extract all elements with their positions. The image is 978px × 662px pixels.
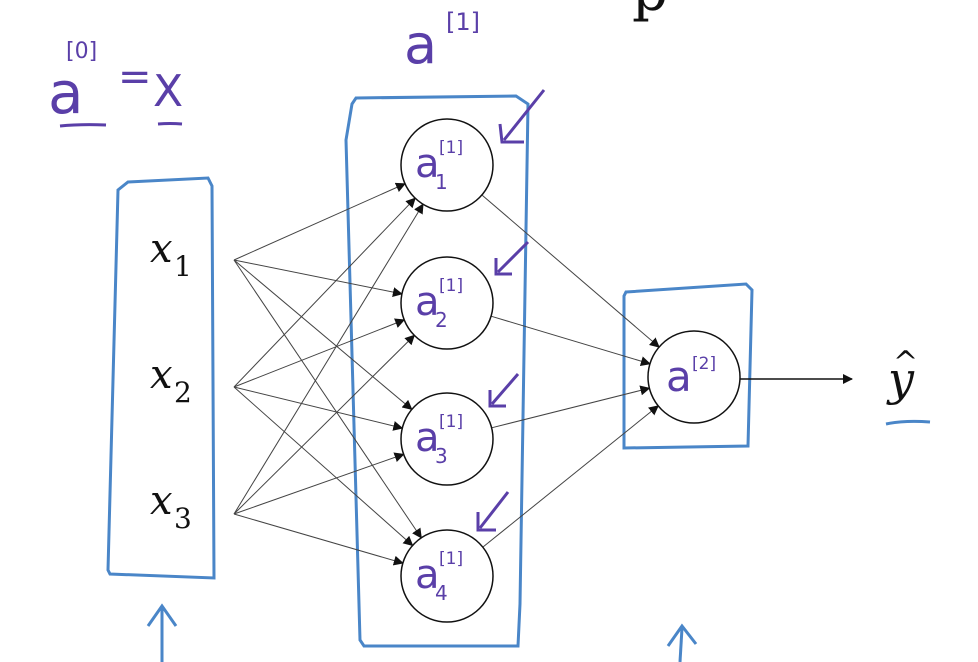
- a0-base: a: [48, 59, 84, 127]
- input-hidden-edge: [233, 386, 404, 431]
- prediction-underline: [885, 419, 931, 426]
- hand-drawn-arrow-icon: [476, 491, 510, 532]
- input-hidden-edge: [233, 513, 404, 566]
- hidden-output-edge: [482, 405, 659, 548]
- input-node-symbol: x: [150, 352, 173, 398]
- output-node-circle: [647, 330, 741, 424]
- y-hat-base: y: [886, 352, 915, 406]
- hidden-node-base: a: [415, 415, 440, 461]
- output-layer-box: [622, 282, 754, 450]
- hidden-output-edge: [481, 194, 660, 348]
- a0-superscript: [0]: [66, 39, 97, 64]
- hidden-node: a[1] 2: [400, 256, 494, 350]
- prediction-label: y ^: [885, 345, 931, 426]
- hidden-node-superscript: [1]: [439, 549, 463, 569]
- hand-drawn-arrow-icon: [666, 623, 698, 662]
- a1-layer-base: a: [404, 13, 437, 76]
- hidden-node-base: a: [415, 141, 440, 187]
- hidden-node: a[1] 4: [400, 529, 494, 623]
- hidden-node-subscript: 2: [435, 308, 448, 332]
- hand-drawn-arrow-icon: [494, 240, 530, 276]
- hand-drawn-arrows: [146, 89, 698, 662]
- a1-layer-superscript: [1]: [446, 8, 480, 36]
- input-hidden-edge: [233, 259, 403, 298]
- equals-sign: =: [118, 54, 152, 100]
- input-hidden-edge: [233, 452, 405, 515]
- hidden-node-circle: [400, 118, 494, 212]
- hidden-nodes: a[1]1a[1]2a[1]3a[1]4: [400, 118, 494, 623]
- hand-drawn-arrow-icon: [146, 603, 178, 662]
- input-hidden-edge: [233, 197, 416, 388]
- x-underline: [157, 122, 183, 126]
- hidden-node-base: a: [415, 552, 440, 598]
- input-hidden-edge: [233, 334, 416, 515]
- input-node-symbol: x: [150, 226, 173, 272]
- hidden-node-subscript: 4: [435, 581, 448, 605]
- hidden-node-subscript: 3: [435, 444, 448, 468]
- y-hat-caret: ^: [893, 345, 918, 380]
- hidden-node: a[1] 1: [400, 118, 494, 212]
- output-node: a[2]: [647, 330, 741, 424]
- hidden-layer-box: [344, 94, 530, 648]
- input-activation-annotation: a [0] = X: [48, 39, 183, 128]
- hidden-node-subscript: 1: [435, 170, 448, 194]
- input-hidden-edge: [233, 203, 424, 515]
- hidden-node-circle: [400, 256, 494, 350]
- input-hidden-edge: [233, 259, 413, 411]
- output-node-base: a: [666, 352, 692, 401]
- partial-heading-glyph: p: [632, 0, 668, 24]
- output-node-superscript: [2]: [692, 354, 716, 374]
- input-node-symbol: x: [150, 478, 173, 524]
- connection-edges: [233, 182, 660, 566]
- hidden-output-edge: [490, 315, 651, 367]
- input-node-subscript: 2: [174, 376, 192, 409]
- hidden-output-edge: [491, 385, 651, 429]
- input-hidden-edge: [233, 318, 406, 388]
- hidden-node-superscript: [1]: [439, 138, 463, 158]
- hidden-node-superscript: [1]: [439, 412, 463, 432]
- input-layer-box: [106, 176, 216, 580]
- hidden-node-superscript: [1]: [439, 276, 463, 296]
- hidden-node-circle: [400, 529, 494, 623]
- input-node-subscript: 3: [174, 502, 192, 535]
- a0-underline: [59, 123, 107, 128]
- input-node-subscript: 1: [174, 250, 192, 283]
- hidden-node: a[1] 3: [400, 392, 494, 486]
- x-matrix-symbol: X: [153, 66, 183, 117]
- hidden-layer-annotation: a [1]: [404, 8, 480, 76]
- input-hidden-edge: [233, 386, 414, 547]
- output-nodes: a[2]: [647, 330, 741, 424]
- hidden-node-base: a: [415, 279, 440, 325]
- input-hidden-edge: [233, 182, 406, 261]
- hidden-node-circle: [400, 392, 494, 486]
- hand-drawn-arrow-icon: [498, 89, 546, 144]
- input-hidden-edge: [233, 259, 422, 539]
- hand-drawn-arrow-icon: [488, 373, 520, 408]
